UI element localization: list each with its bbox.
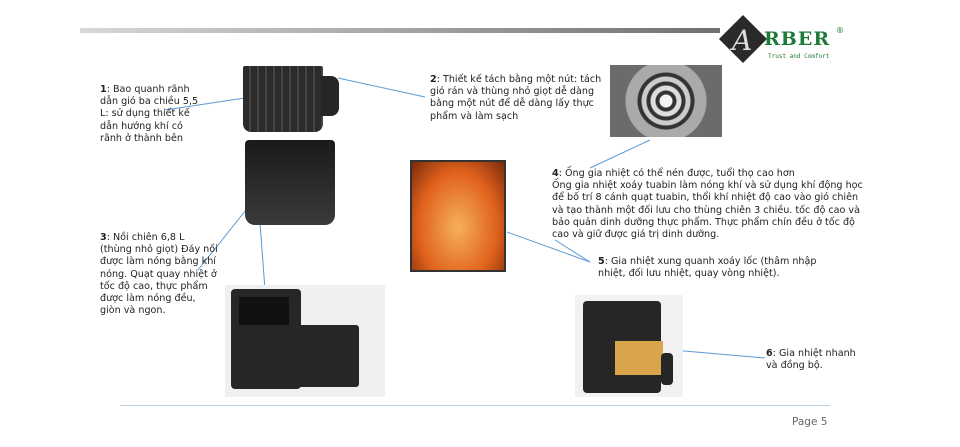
note-5: 5: Gia nhiệt xung quanh xoáy lốc (thâm n… — [598, 256, 817, 280]
cooking-food-image — [410, 160, 506, 272]
air-fryer-food-image — [575, 295, 683, 397]
air-fryer-open-image — [225, 285, 385, 397]
inner-pot-image — [245, 140, 335, 225]
fry-basket-image — [235, 58, 345, 138]
heating-coil-image — [610, 65, 722, 137]
brand-logo: A RBER® Trust and Comfort — [718, 14, 850, 66]
page-number: Page 5 — [792, 416, 828, 428]
header-divider — [80, 28, 720, 33]
note-4: 4: Ống gia nhiệt có thể nén được, tuổi t… — [552, 168, 863, 241]
note-3: 3: Nồi chiên 6,8 L (thùng nhỏ giọt) Đáy … — [100, 232, 218, 317]
note-6: 6: Gia nhiệt nhanh và đồng bộ. — [766, 348, 856, 372]
footer-divider — [120, 405, 830, 406]
note-2: 2: Thiết kế tách bằng một nút: tách gió … — [430, 74, 602, 122]
note-1: 1: Bao quanh rãnh dẫn gió ba chiều 5,5 L… — [100, 84, 199, 144]
